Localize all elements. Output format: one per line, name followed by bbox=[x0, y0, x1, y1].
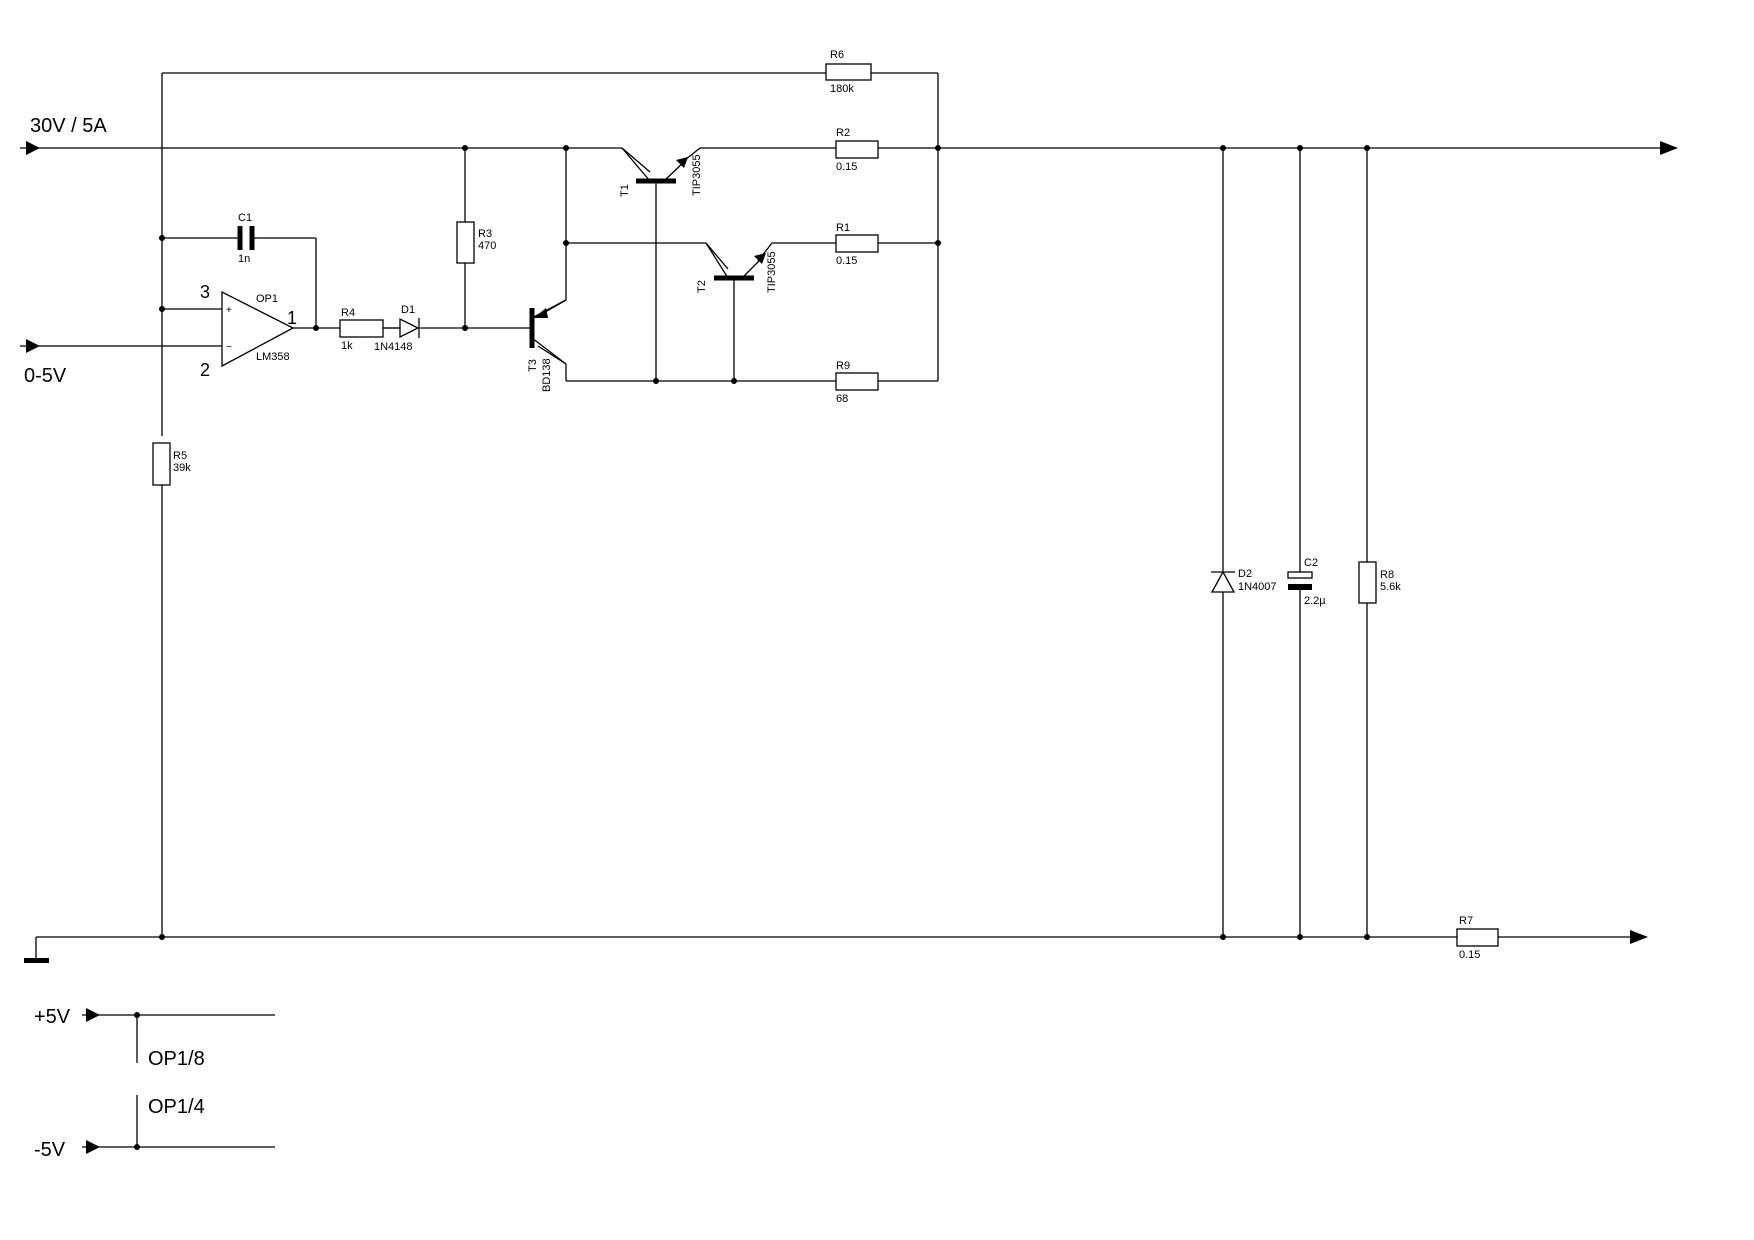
ground-icon bbox=[24, 958, 49, 963]
r5-ref: R5 bbox=[173, 450, 187, 462]
capacitor-c2: C2 2.2µ bbox=[1287, 557, 1326, 607]
transistor-t2: T2 TIP3055 bbox=[696, 242, 778, 293]
t2-ref: T2 bbox=[696, 280, 708, 293]
net-labels: 30V / 5A 0-5V +5V OP1/8 OP1/4 -5V bbox=[24, 115, 205, 1161]
supply-pos-arrow-icon bbox=[86, 1008, 100, 1022]
r1-ref: R1 bbox=[836, 222, 850, 234]
pos-supply-label: +5V bbox=[34, 1006, 71, 1028]
neg-supply-label: -5V bbox=[34, 1139, 66, 1161]
t1-value: TIP3055 bbox=[691, 154, 703, 196]
diode-d1: D1 1N4148 bbox=[374, 304, 420, 353]
resistor-r2: R2 0.15 bbox=[835, 127, 879, 173]
output-positive-arrow-icon bbox=[1660, 141, 1678, 155]
r5-value: 39k bbox=[173, 462, 191, 474]
c1-ref: C1 bbox=[238, 212, 252, 224]
input-0-5v-arrow-icon bbox=[26, 339, 40, 353]
transistor-t3: T3 BD138 bbox=[527, 299, 567, 392]
r7-ref: R7 bbox=[1459, 915, 1473, 927]
opamp-plus-label: + bbox=[226, 305, 232, 316]
resistor-r7: R7 0.15 bbox=[1456, 915, 1499, 961]
r3-value: 470 bbox=[478, 240, 496, 252]
resistor-r6: R6 180k bbox=[825, 49, 872, 95]
d2-value: 1N4007 bbox=[1238, 581, 1277, 593]
junctions bbox=[134, 145, 1370, 1150]
d1-ref: D1 bbox=[401, 304, 415, 316]
output-negative-arrow-icon bbox=[1630, 930, 1648, 944]
resistor-r9: R9 68 bbox=[835, 360, 879, 405]
r2-ref: R2 bbox=[836, 127, 850, 139]
r4-ref: R4 bbox=[341, 307, 355, 319]
opamp-pin-3: 3 bbox=[200, 282, 210, 302]
opamp-pin-2: 2 bbox=[200, 360, 210, 380]
d2-ref: D2 bbox=[1238, 568, 1252, 580]
wires bbox=[20, 72, 1660, 1148]
input-power-label: 30V / 5A bbox=[30, 115, 107, 137]
input-control-label: 0-5V bbox=[24, 365, 67, 387]
opamp-ref: OP1 bbox=[256, 293, 278, 305]
opamp-pin-1: 1 bbox=[287, 308, 297, 328]
t1-ref: T1 bbox=[619, 184, 631, 197]
r8-value: 5.6k bbox=[1380, 581, 1401, 593]
d1-value: 1N4148 bbox=[374, 341, 413, 353]
resistor-r5: R5 39k bbox=[152, 442, 191, 486]
transistor-t1: T1 TIP3055 bbox=[619, 147, 703, 197]
r7-value: 0.15 bbox=[1459, 949, 1480, 961]
r9-value: 68 bbox=[836, 393, 848, 405]
r2-value: 0.15 bbox=[836, 161, 857, 173]
opamp-pin4-label: OP1/4 bbox=[148, 1096, 205, 1118]
t2-value: TIP3055 bbox=[766, 251, 778, 293]
diode-d2: D2 1N4007 bbox=[1210, 568, 1277, 593]
opamp-part: LM358 bbox=[256, 351, 290, 363]
resistor-r8: R8 5.6k bbox=[1358, 561, 1401, 604]
opamp-minus-label: − bbox=[226, 342, 232, 353]
input-30v-arrow-icon bbox=[26, 141, 40, 155]
resistor-r1: R1 0.15 bbox=[835, 222, 879, 267]
capacitor-c1: C1 1n bbox=[234, 212, 258, 265]
c2-value: 2.2µ bbox=[1304, 595, 1326, 607]
r4-value: 1k bbox=[341, 340, 353, 352]
c2-ref: C2 bbox=[1304, 557, 1318, 569]
resistor-r3: R3 470 bbox=[456, 221, 496, 264]
r8-ref: R8 bbox=[1380, 569, 1394, 581]
r9-ref: R9 bbox=[836, 360, 850, 372]
r6-value: 180k bbox=[830, 83, 854, 95]
t3-value: BD138 bbox=[541, 358, 553, 392]
opamp-pin8-label: OP1/8 bbox=[148, 1048, 205, 1070]
r6-ref: R6 bbox=[830, 49, 844, 61]
resistor-r4: R4 1k bbox=[339, 307, 384, 352]
t3-ref: T3 bbox=[527, 359, 539, 372]
opamp-op1: + − 3 2 1 OP1 LM358 bbox=[200, 282, 297, 380]
supply-neg-arrow-icon bbox=[86, 1140, 100, 1154]
c1-value: 1n bbox=[238, 253, 250, 265]
terminals bbox=[24, 141, 1678, 1154]
r1-value: 0.15 bbox=[836, 255, 857, 267]
r3-ref: R3 bbox=[478, 228, 492, 240]
